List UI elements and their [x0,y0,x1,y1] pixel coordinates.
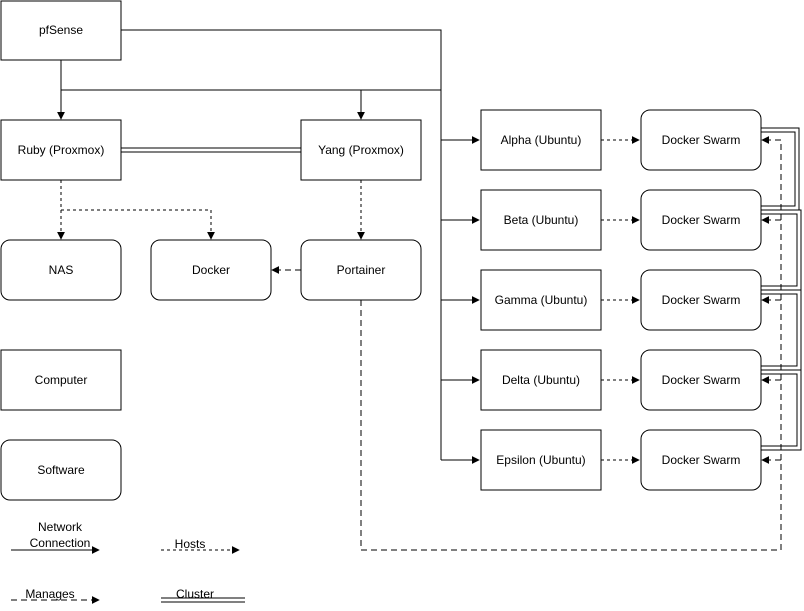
legend-manages: Manages [11,587,100,604]
node-delta[interactable]: Delta (Ubuntu) [480,349,602,411]
edge-portainer-swarms [360,140,782,551]
manages-edges [271,136,782,551]
node-yang-label: Yang (Proxmox) [318,143,404,157]
legend-network-label-1: Network [38,520,83,534]
legend-network: Network Connection [11,520,100,554]
node-portainer-label: Portainer [337,263,386,277]
node-delta-label: Delta (Ubuntu) [502,373,580,387]
node-docker[interactable]: Docker [150,239,272,301]
node-gamma-label: Gamma (Ubuntu) [495,293,588,307]
node-pfsense[interactable]: pfSense [0,0,122,61]
node-epsilon[interactable]: Epsilon (Ubuntu) [480,429,602,491]
node-docker-label: Docker [192,263,230,277]
legend-manages-label: Manages [25,587,74,601]
hosts-edges [57,136,640,464]
node-epsilon-label: Epsilon (Ubuntu) [496,453,585,467]
node-swarm-5[interactable]: Docker Swarm [640,429,762,491]
node-alpha-label: Alpha (Ubuntu) [501,133,582,147]
node-yang[interactable]: Yang (Proxmox) [300,119,422,181]
node-swarm-2-label: Docker Swarm [662,213,741,227]
node-swarm-2[interactable]: Docker Swarm [640,189,762,251]
node-beta[interactable]: Beta (Ubuntu) [480,189,602,251]
node-nas-label: NAS [49,263,74,277]
cluster-edges-swarms [761,127,802,451]
node-ruby-label: Ruby (Proxmox) [18,143,105,157]
node-swarm-4[interactable]: Docker Swarm [640,349,762,411]
cluster-edge-ruby-yang [121,147,301,153]
node-pfsense-label: pfSense [39,23,83,37]
node-swarm-3[interactable]: Docker Swarm [640,269,762,331]
network-edges [57,29,480,464]
node-portainer[interactable]: Portainer [300,239,422,301]
node-software-label: Software [37,463,85,477]
node-beta-label: Beta (Ubuntu) [504,213,579,227]
node-alpha[interactable]: Alpha (Ubuntu) [480,109,602,171]
legend-cluster-label: Cluster [176,587,214,601]
node-software[interactable]: Software [0,439,122,501]
node-swarm-1-label: Docker Swarm [662,133,741,147]
node-swarm-3-label: Docker Swarm [662,293,741,307]
node-gamma[interactable]: Gamma (Ubuntu) [480,269,602,331]
edge-ruby-docker [61,209,215,240]
legend: Network Connection Hosts Manages Cluster [11,520,245,604]
legend-hosts-label: Hosts [175,537,206,551]
legend-network-label-2: Connection [30,536,91,550]
node-computer-label: Computer [35,373,88,387]
node-swarm-4-label: Docker Swarm [662,373,741,387]
node-computer[interactable]: Computer [0,349,122,411]
legend-hosts: Hosts [161,537,240,554]
node-swarm-1[interactable]: Docker Swarm [640,109,762,171]
node-swarm-5-label: Docker Swarm [662,453,741,467]
legend-cluster: Cluster [161,587,245,603]
node-ruby[interactable]: Ruby (Proxmox) [0,119,122,181]
edge-pfsense-trunk [121,29,442,460]
edge-pfsense-yang [61,89,365,120]
node-nas[interactable]: NAS [0,239,122,301]
